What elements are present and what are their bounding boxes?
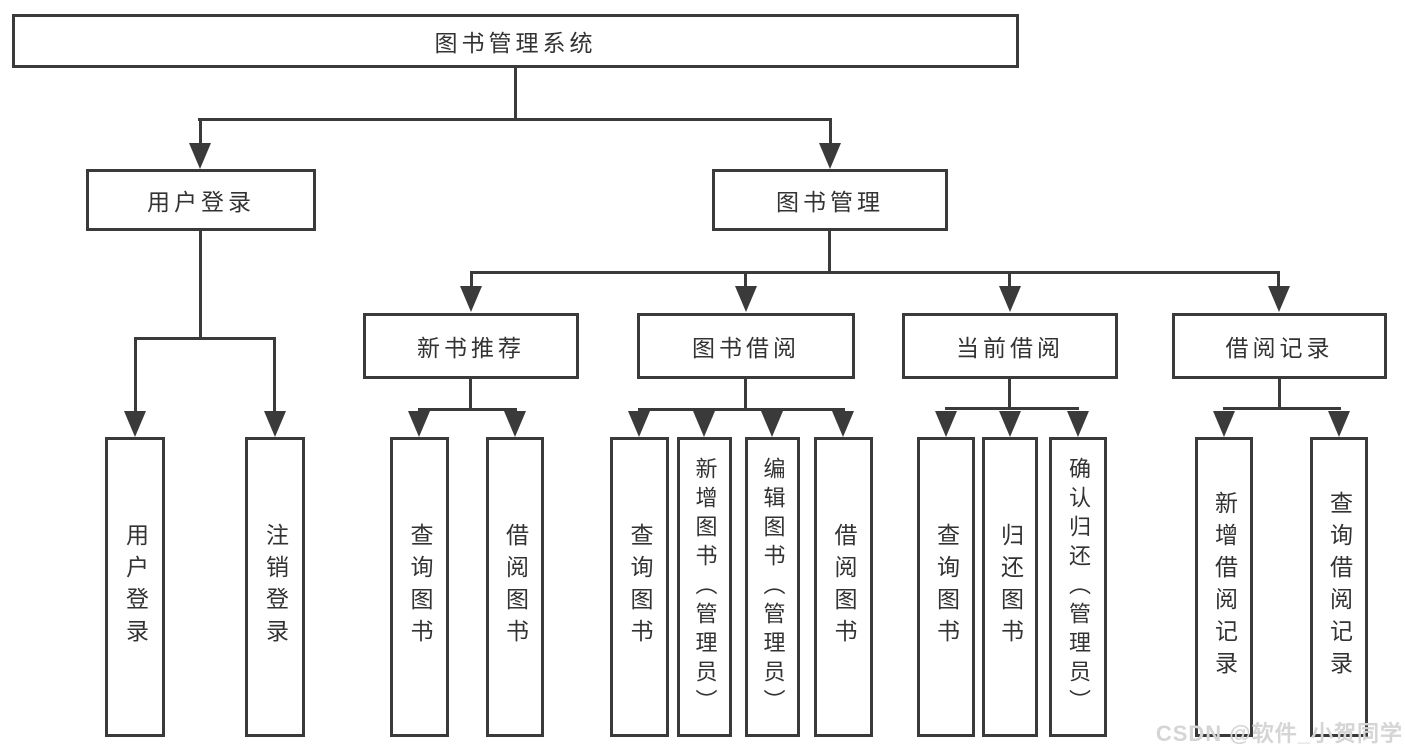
leaf-query-book-current-label: 查询图书 <box>933 523 960 651</box>
leaf-query-borrow-record: 查询借阅记录 <box>1310 437 1368 737</box>
connector-drop-book-borrow <box>744 271 747 289</box>
connector-current-borrow-split <box>945 407 1079 410</box>
leaf-add-borrow-record-label: 新增借阅记录 <box>1211 491 1238 683</box>
csdn-watermark: CSDN @软件_小贺同学 <box>1155 721 1403 746</box>
connector-drop-new-book <box>470 271 473 289</box>
node-book-management: 图书管理 <box>712 169 948 231</box>
leaf-query-borrow-record-label: 查询借阅记录 <box>1326 491 1353 683</box>
arrow-to-leaf-logout <box>264 411 286 437</box>
connector-borrow-records-split <box>1223 407 1341 410</box>
arrow-to-book-management <box>819 143 841 169</box>
connector-drop-leaf-logout <box>273 337 276 413</box>
leaf-query-book-borrow: 查询图书 <box>610 437 669 737</box>
node-borrow-records: 借阅记录 <box>1172 313 1387 379</box>
connector-drop-current-borrow <box>1008 271 1011 289</box>
arrow-to-query-book-1 <box>408 411 430 437</box>
leaf-confirm-return-admin-label: 确认归还（管理员） <box>1066 456 1091 718</box>
arrow-to-edit-book <box>761 411 783 437</box>
arrow-to-query-book-2 <box>628 411 650 437</box>
node-library-management-system: 图书管理系统 <box>12 14 1019 68</box>
leaf-confirm-return-admin: 确认归还（管理员） <box>1049 437 1107 737</box>
arrow-to-leaf-user-login <box>124 411 146 437</box>
leaf-logout-label: 注销登录 <box>262 523 289 651</box>
leaf-query-book-newbook-label: 查询图书 <box>407 523 433 651</box>
node-user-login: 用户登录 <box>86 169 316 231</box>
arrow-to-return-book <box>999 411 1021 437</box>
leaf-query-book-newbook: 查询图书 <box>390 437 449 737</box>
arrow-to-borrow-records <box>1268 286 1290 312</box>
leaf-return-book-label: 归还图书 <box>997 523 1024 651</box>
leaf-user-login: 用户登录 <box>105 437 165 737</box>
leaf-query-book-current: 查询图书 <box>917 437 975 737</box>
connector-drop-book-management <box>829 118 832 146</box>
leaf-add-book-admin: 新增图书（管理员） <box>677 437 732 737</box>
leaf-query-book-borrow-label: 查询图书 <box>627 523 653 651</box>
arrow-to-query-borrow-record <box>1328 411 1350 437</box>
connector-user-login-split <box>134 337 276 340</box>
connector-root-stem <box>514 68 517 118</box>
leaf-edit-book-admin-label: 编辑图书（管理员） <box>760 456 786 718</box>
connector-book-management-split <box>470 271 1280 274</box>
arrow-to-borrow-book-2 <box>832 411 854 437</box>
connector-borrow-records-stem <box>1278 379 1281 410</box>
connector-root-split <box>198 118 832 121</box>
arrow-to-add-borrow-record <box>1213 411 1235 437</box>
arrow-to-user-login <box>189 143 211 169</box>
arrow-to-book-borrow <box>735 286 757 312</box>
connector-drop-leaf-user-login <box>134 337 137 413</box>
connector-book-borrow-stem <box>744 379 747 411</box>
node-book-borrow: 图书借阅 <box>637 313 855 379</box>
arrow-to-add-book <box>693 411 715 437</box>
leaf-edit-book-admin: 编辑图书（管理员） <box>745 437 800 737</box>
connector-drop-user-login <box>199 118 202 146</box>
arrow-to-query-book-3 <box>935 411 957 437</box>
arrow-to-current-borrow <box>999 286 1021 312</box>
connector-new-book-split <box>418 408 517 411</box>
arrow-to-borrow-book-1 <box>504 411 526 437</box>
node-current-borrow: 当前借阅 <box>902 313 1118 379</box>
leaf-borrow-book-borrow-label: 借阅图书 <box>831 523 857 651</box>
leaf-borrow-book-borrow: 借阅图书 <box>814 437 873 737</box>
leaf-add-borrow-record: 新增借阅记录 <box>1195 437 1253 737</box>
connector-book-borrow-split <box>638 408 845 411</box>
leaf-user-login-label: 用户登录 <box>122 523 149 651</box>
connector-new-book-stem <box>469 379 472 411</box>
leaf-add-book-admin-label: 新增图书（管理员） <box>692 456 718 718</box>
leaf-borrow-book-newbook-label: 借阅图书 <box>502 523 529 651</box>
node-new-book-recommend: 新书推荐 <box>363 313 579 379</box>
leaf-return-book: 归还图书 <box>982 437 1038 737</box>
connector-drop-borrow-records <box>1277 271 1280 289</box>
connector-book-management-stem <box>828 231 831 274</box>
connector-user-login-stem <box>199 231 202 337</box>
arrow-to-confirm-return <box>1067 411 1089 437</box>
arrow-to-new-book <box>460 286 482 312</box>
leaf-logout: 注销登录 <box>245 437 305 737</box>
connector-current-borrow-stem <box>1008 379 1011 410</box>
leaf-borrow-book-newbook: 借阅图书 <box>486 437 544 737</box>
